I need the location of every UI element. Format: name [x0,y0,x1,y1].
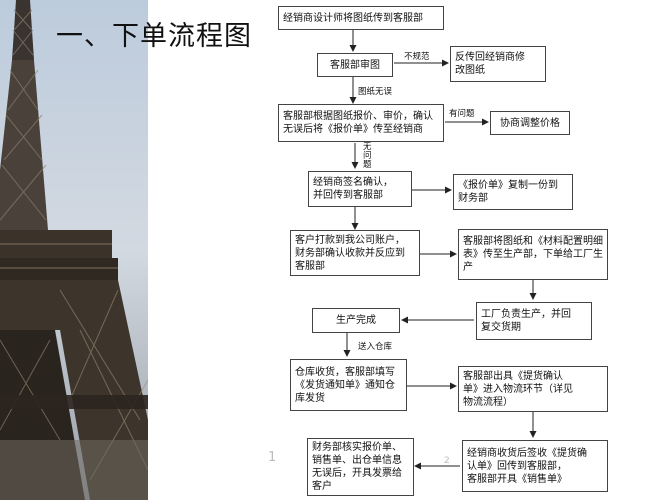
step-production-complete: 生产完成 [312,308,400,333]
label-no-issue: 无 问 题 [363,142,372,170]
label-has-issue: 有问题 [449,109,475,119]
label-nonstandard: 不规范 [404,52,430,62]
step-return-for-revision: 反传回经销商修 改图纸 [450,46,546,82]
step-factory-production: 工厂负责生产，并回 复交货期 [476,302,592,340]
eiffel-tower-photo [0,0,148,500]
page-number-1: 1 [268,450,277,465]
step-delivery-confirmation: 客服部出具《提货确认 单》进入物流环节（详见 物流流程） [458,366,608,412]
step-copy-to-finance: 《报价单》复制一份到 财务部 [453,174,573,210]
eiffel-tower-image [0,0,148,500]
step-designer-send-drawing: 经销商设计师将图纸传到客服部 [278,6,444,30]
step-send-to-production: 客服部将图纸和《材料配置明细 表》传至生产部，下单给工厂生 产 [458,229,608,280]
step-quote-and-send: 客服部根据图纸报价、审价，确认 无误后将《报价单》传至经销商 [278,104,444,142]
step-warehouse-receive: 仓库收货，客服部填写 《发货通知单》通知仓 库发货 [290,359,407,411]
step-finance-invoice: 财务部核实报价单、 销售单、出仓单信息 无误后，开具发票给 客户 [307,438,414,496]
label-drawing-ok: 图纸无误 [358,87,393,97]
page-title: 一、下单流程图 [56,21,252,52]
page-number-2: 2 [444,456,450,466]
step-customer-payment: 客户打款到我公司账户， 财务部确认收款并反应到 客服部 [290,230,420,276]
step-negotiate-price: 协商调整价格 [490,111,570,135]
step-dealer-receipt-signoff: 经销商收货后签收《提货确 认单》回传到客服部， 客服部开具《销售单》 [462,440,608,492]
step-dealer-sign-confirm: 经销商签名确认， 并回传到客服部 [308,171,412,207]
label-to-warehouse: 送入仓库 [358,342,393,352]
step-review-drawing: 客服部审图 [317,53,393,77]
